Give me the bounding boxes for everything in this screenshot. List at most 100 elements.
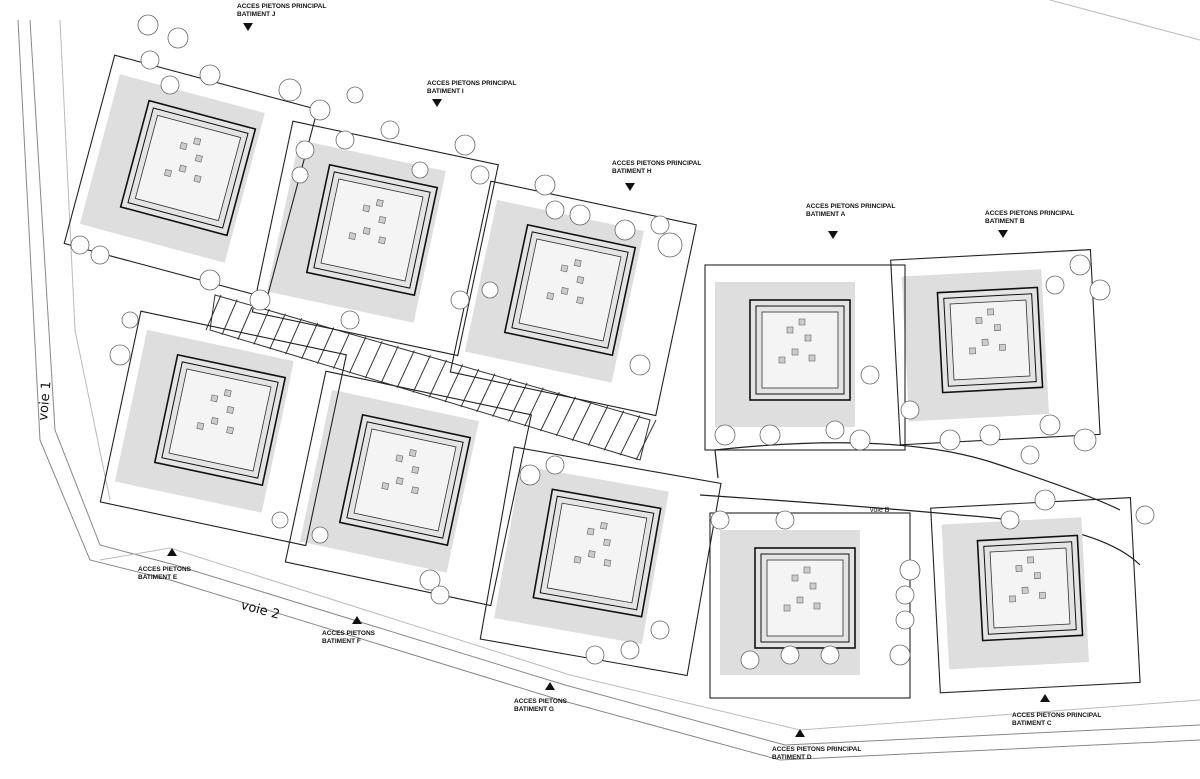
roof-vent — [378, 216, 387, 224]
tree — [309, 99, 331, 121]
roof-vent — [796, 596, 804, 604]
roof-vent — [193, 174, 202, 183]
plot-batiment-a — [704, 264, 906, 451]
tree — [620, 640, 640, 660]
plot-batiment-b — [890, 249, 1101, 446]
building-roof — [168, 368, 272, 472]
roof-vent — [603, 538, 611, 547]
tree — [900, 400, 920, 420]
tree — [534, 174, 556, 196]
roof-vent — [783, 604, 791, 612]
building-h — [503, 223, 637, 357]
building-inner-wall — [539, 495, 655, 611]
hatch-line — [524, 387, 544, 427]
building-roof — [320, 178, 424, 282]
tree — [481, 281, 499, 299]
roof-vent — [226, 426, 234, 435]
tree — [90, 245, 110, 265]
hatch-line — [492, 378, 512, 417]
roof-vent — [586, 527, 595, 536]
plot-batiment-f — [284, 370, 532, 607]
tree — [335, 130, 355, 150]
tree — [470, 165, 490, 185]
building-inner-wall — [983, 541, 1077, 635]
roof-vent — [348, 232, 357, 240]
plot-batiment-i — [251, 120, 499, 357]
tree — [1034, 489, 1056, 511]
hatch-line — [317, 327, 335, 364]
building-inner-wall — [760, 553, 850, 643]
building-f — [338, 413, 472, 547]
roof-vent — [163, 168, 173, 178]
roof-vent — [194, 154, 203, 163]
tree — [430, 585, 450, 605]
hatch-line — [555, 396, 576, 437]
hatch-line — [444, 364, 464, 403]
tree — [860, 365, 880, 385]
tree — [759, 424, 781, 446]
roof-vent — [378, 236, 386, 245]
roof-vent — [210, 394, 219, 403]
building-roof — [518, 238, 622, 342]
hatch-line — [396, 350, 415, 388]
tree — [454, 134, 476, 156]
building-inner-wall — [313, 171, 431, 289]
roof-vent — [1009, 595, 1017, 603]
tree — [825, 420, 845, 440]
roof-vent — [411, 486, 419, 495]
tree — [450, 290, 470, 310]
building-roof — [353, 428, 457, 532]
roof-vent — [786, 326, 794, 334]
roof-vent — [178, 164, 187, 173]
building-plots — [63, 54, 1141, 699]
building-e — [153, 353, 287, 487]
voie-b-label: voie B — [870, 507, 890, 514]
roof-vent — [573, 259, 582, 267]
tree — [519, 464, 541, 486]
hatch-line — [412, 354, 431, 393]
roof-vent — [981, 338, 989, 346]
hatch-line — [539, 392, 560, 432]
building-inner-wall — [127, 107, 249, 229]
tree — [295, 140, 315, 160]
access-arrow-batiment-f — [352, 616, 362, 624]
roof-vent — [1015, 565, 1023, 573]
tree — [419, 569, 441, 591]
roof-vent — [193, 137, 202, 146]
hatch-line — [332, 331, 351, 369]
tree — [849, 429, 871, 451]
tree — [889, 644, 911, 666]
tree — [629, 354, 651, 376]
building-a — [749, 299, 851, 401]
hatch-line — [476, 373, 496, 413]
tree — [740, 650, 760, 670]
hatch-line — [237, 304, 254, 340]
access-arrows — [167, 23, 1050, 737]
hatch-line — [205, 294, 222, 331]
hatch-line — [603, 410, 625, 451]
roof-vent — [196, 422, 205, 430]
roof-vent — [791, 348, 799, 356]
roof-vent — [993, 324, 1001, 332]
building-g — [532, 488, 662, 618]
building-roof — [949, 299, 1031, 381]
roof-vent — [798, 318, 806, 326]
roof-vent — [411, 466, 420, 474]
tree — [271, 511, 289, 529]
access-arrow-batiment-e — [167, 548, 177, 556]
building-d — [754, 547, 856, 649]
tree — [820, 645, 840, 665]
roof-vent — [998, 343, 1006, 351]
roof-vent — [223, 389, 232, 397]
tree — [346, 86, 364, 104]
roof-vent — [395, 477, 404, 485]
tree — [1073, 428, 1097, 452]
tree — [340, 310, 360, 330]
roof-vent — [576, 296, 584, 305]
roof-vent — [362, 227, 371, 235]
